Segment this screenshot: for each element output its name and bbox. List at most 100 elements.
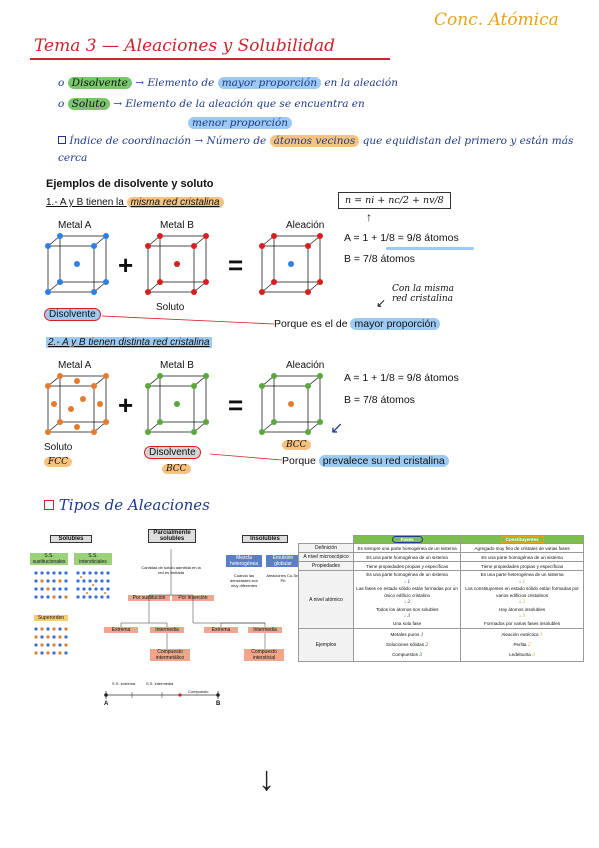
case2-eq1: A = 1 + 1/8 = 9/8 átomos — [344, 372, 459, 384]
definition-soluto: o Soluto → Elemento de la aleación que s… — [58, 95, 518, 133]
hand-number: 1 — [522, 579, 526, 585]
def-highlight: menor proporción — [188, 117, 293, 129]
def-text: Número de — [206, 135, 267, 147]
definition-disolvente: o Disolvente → Elemento de mayor proporc… — [58, 77, 398, 89]
case1-title-highlight: misma red cristalina — [126, 197, 224, 208]
def-text: Elemento de la aleación que se encuentra… — [125, 98, 365, 110]
case2-soluto-label: Soluto — [44, 442, 73, 453]
box-ss-inter: S.S. intersticiales — [74, 553, 112, 565]
case1-reason: Porque es el de mayor proporción — [274, 318, 441, 330]
axis-label-compuesto: Compuesto — [188, 689, 209, 694]
case2-bcc-label-2: BCC — [282, 440, 311, 450]
hand-number: 3 — [522, 614, 526, 619]
case2-bcc-label-1: BCC — [162, 464, 191, 474]
cell-const: Es una parte homogénea de un sistema — [460, 552, 584, 562]
bullet-square-icon — [58, 136, 66, 144]
down-arrow-icon: ↓ — [518, 578, 522, 584]
eq1-underline — [386, 247, 474, 250]
case1-soluto-label: Soluto — [156, 302, 185, 313]
hand-number: 2 — [527, 643, 531, 648]
formula-arrow-icon: ↑ — [366, 210, 372, 224]
case1-alloy-label: Aleación — [286, 220, 325, 231]
formula-box: n = ni + nc/2 + nv/8 — [338, 192, 451, 209]
hand-number: 1 — [539, 633, 543, 638]
head-fases: Fases — [391, 536, 423, 543]
lattice-dots — [34, 571, 110, 599]
cell-const: Tiene propiedades propias y específicas — [460, 561, 584, 571]
phases-table: Fases Constituyentes Definición Es siemp… — [298, 535, 584, 662]
title-underline — [30, 58, 390, 60]
case1-note: Con la misma red cristalina — [392, 284, 454, 304]
row-label: Definición — [298, 543, 354, 553]
examples-heading: Ejemplos de disolvente y soluto — [46, 178, 214, 190]
case2-disolvente-label: Disolvente — [144, 446, 201, 459]
bullet-square-icon — [44, 500, 54, 510]
case2-equals: = — [228, 390, 244, 420]
row-label: Propiedades — [298, 561, 354, 571]
box-intermedia-2: Intermedia — [248, 627, 282, 633]
cell-fases: Tiene propiedades propias y específicas — [352, 561, 462, 571]
case1-metal-b-label: Metal B — [160, 220, 194, 231]
atomic-const-line: Hay átomos insolubles — [498, 606, 546, 612]
down-arrow-icon: ↓ — [518, 599, 522, 604]
case1-disolvente-label: Disolvente — [44, 308, 101, 321]
composition-axis — [104, 691, 220, 699]
case2-fcc-label: FCC — [44, 457, 73, 467]
bullet-circle-icon: o — [58, 77, 65, 89]
term-disolvente: Disolvente — [67, 77, 132, 89]
atomic-fase-line: Las fases en estado sólido están formada… — [356, 586, 458, 598]
atomic-fase-line: Todos los átomos son solubles — [375, 606, 439, 612]
page-title: Tema 3 — Aleaciones y Solubilidad — [34, 36, 335, 56]
axis-label-ss-intermedia: S.S. intermedia — [146, 681, 174, 686]
hand-number: 2 — [522, 600, 526, 605]
arrow-right-icon: → — [113, 98, 123, 110]
reason-text: Porque es el de — [274, 318, 348, 330]
box-parcial: Parcialmente solubles — [148, 529, 196, 543]
head-constituyentes: Constituyentes — [500, 536, 544, 543]
case2-link-line — [209, 453, 283, 461]
cell-fases: Es siempre una parte homogénea de un sis… — [352, 543, 462, 553]
example-item: Metales puros — [390, 632, 420, 637]
diagram-connectors — [120, 549, 266, 649]
table-row: Propiedades Tiene propiedades propias y … — [298, 561, 584, 571]
def-highlight: mayor proporción — [217, 77, 321, 89]
check-arrow-icon: ↙ — [330, 420, 344, 437]
table-row: Definición Es siempre una parte homogéne… — [298, 543, 584, 553]
box-emulsion: Emulsión globular — [266, 555, 300, 567]
hand-number: 3 — [419, 653, 423, 658]
box-ss-sust: S.S. sustitucionales — [30, 553, 68, 565]
emulsion-note: Aleaciones Cu-Sn-Pb — [266, 573, 300, 583]
example-item: Aleación eutéctica — [501, 632, 539, 637]
atomic-const-line: Es una parte heterogénea de un sistema — [480, 572, 564, 577]
down-arrow-icon: ↓ — [403, 599, 407, 604]
superorden-dots — [34, 627, 68, 655]
down-arrow-icon: ↓ — [403, 613, 407, 618]
hand-number: 1 — [420, 633, 424, 638]
table-row: A nivel atómico Es una parte homogénea d… — [298, 570, 584, 629]
reason-text: Porque — [282, 455, 316, 467]
case1-link-line — [101, 315, 275, 325]
example-item: Compuestos — [392, 652, 418, 657]
box-mezcla: Mezcla heterogénea — [226, 555, 262, 567]
cell-fases-examples: Metales puros 1 Soluciones sólidas 2 Com… — [352, 628, 462, 662]
types-heading-text: Tipos de Aleaciones — [58, 496, 210, 514]
case1-plus: + — [118, 250, 134, 280]
cell-const-atomic: Es una parte heterogénea de un sistema ↓… — [460, 570, 584, 629]
cell-const-examples: Aleación eutéctica 1 Perlita 2 Ledeburit… — [460, 628, 584, 662]
down-arrow-icon: ↓ — [403, 578, 407, 584]
case2-plus: + — [118, 390, 134, 420]
atomic-const-line: Los constituyentes en estado sólido está… — [465, 586, 579, 598]
hand-number: 2 — [425, 643, 429, 648]
hand-number: 2 — [407, 600, 411, 605]
table-row: A nivel microscópico Es una parte homogé… — [298, 552, 584, 562]
box-solubles: Solubles — [50, 535, 92, 543]
row-label: A nivel microscópico — [298, 552, 354, 562]
down-arrow-icon: ↓ — [258, 760, 275, 798]
atomic-fase-line: Una sola fase — [393, 620, 422, 626]
box-insolubles: Insolubles — [242, 535, 288, 543]
def-highlight: átomos vecinos — [269, 135, 360, 147]
case2-metal-b-label: Metal B — [160, 360, 194, 371]
topic-label: Conc. Atómica — [434, 10, 559, 30]
case2-alloy-label: Aleación — [286, 360, 325, 371]
alloy-types-diagram: Solubles S.S. sustitucionales S.S. inter… — [30, 525, 300, 715]
